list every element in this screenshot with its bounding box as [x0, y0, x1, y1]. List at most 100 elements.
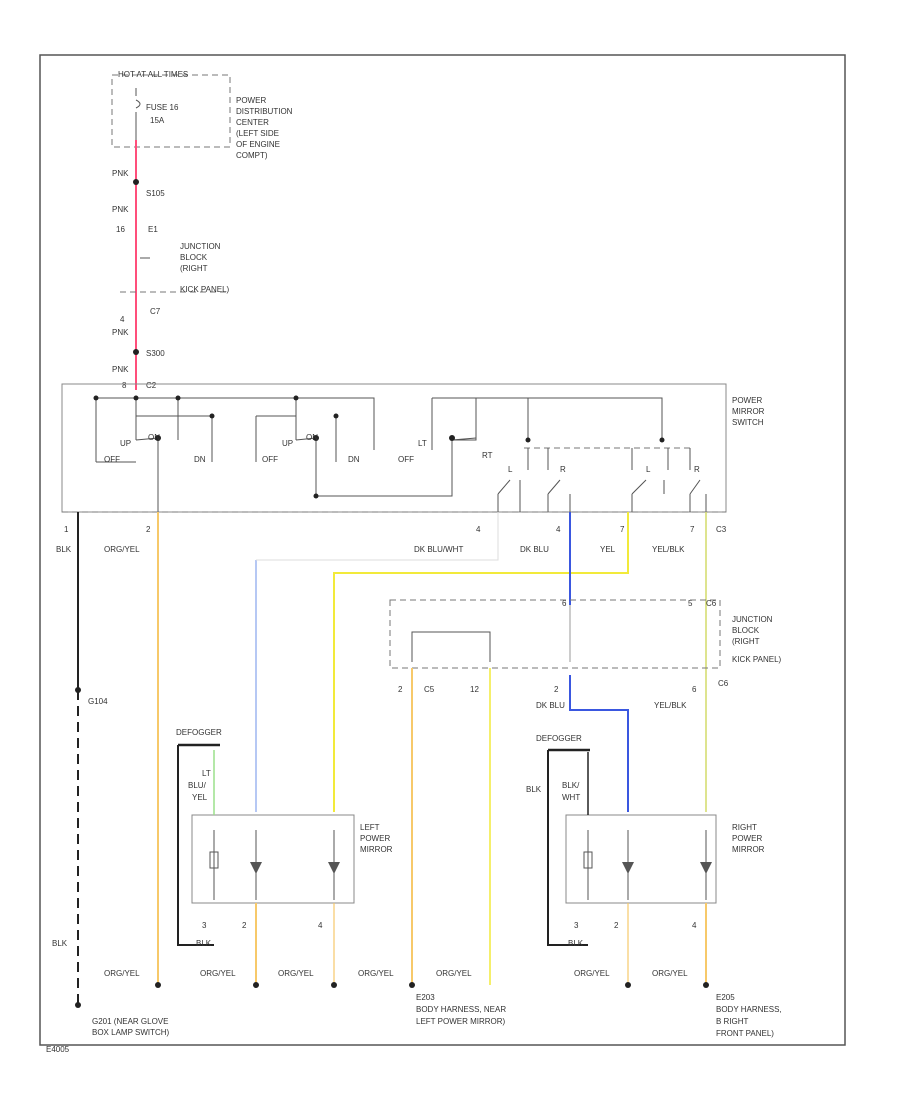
dkbluwht-wire-top — [256, 512, 499, 561]
g201-line-2: BOX LAMP SWITCH) — [92, 1028, 170, 1037]
power-mirror-switch: POWER MIRROR SWITCH OFF UP ON DN OFF UP — [61, 383, 765, 534]
g201-dot — [75, 1002, 81, 1008]
fuse-block: HOT AT ALL TIMES FUSE 16 15A POWER DISTR… — [111, 70, 293, 160]
pdc-line-3: CENTER — [236, 118, 269, 127]
fuse-symbol — [135, 88, 141, 140]
splice-s105-dot — [133, 179, 139, 185]
bottom-wire-6: ORG/YEL — [574, 969, 610, 978]
diagram-frame — [39, 54, 846, 1046]
jb-upper-line-1: JUNCTION — [180, 242, 221, 251]
right-blk-label: BLK — [526, 785, 542, 794]
switch-name-3: SWITCH — [732, 418, 764, 427]
pnk-label-1: PNK — [112, 169, 129, 178]
left-mirror-pin-3: 3 — [202, 921, 207, 930]
pin-16-label: 16 — [116, 225, 125, 234]
right-mirror-name-1: RIGHT — [732, 823, 757, 832]
switch-pin-1: 1 — [64, 525, 69, 534]
right-defog-wire-2: WHT — [562, 793, 580, 802]
left-defog-wire-1: LT — [202, 769, 211, 778]
left-mirror-pin-2: 2 — [242, 921, 247, 930]
jb-lower-c6-bottom: C6 — [718, 679, 729, 688]
pdc-line-2: DISTRIBUTION — [236, 107, 293, 116]
jb-lower-yelblk: YEL/BLK — [654, 701, 687, 710]
right-mirror-pin-4: 4 — [692, 921, 697, 930]
contact-r-1: R — [560, 465, 566, 474]
left-mirror-ground-dot-2 — [331, 982, 337, 988]
switch-pin-4a: 4 — [476, 525, 481, 534]
fuse-number: FUSE 16 — [146, 103, 179, 112]
c2-label: C2 — [146, 381, 157, 390]
jb-lower-line-4: KICK PANEL) — [732, 655, 782, 664]
pdc-line-1: POWER — [236, 96, 266, 105]
contact-off-2: OFF — [262, 455, 278, 464]
switch-pin-7b: 7 — [690, 525, 695, 534]
jb-lower-line-3: (RIGHT — [732, 637, 760, 646]
pdc-line-5: OF ENGINE — [236, 140, 280, 149]
e205-line-3: B RIGHT — [716, 1017, 749, 1026]
contact-dn-1: DN — [194, 455, 206, 464]
jb-lower-line-2: BLOCK — [732, 626, 760, 635]
e1-label: E1 — [148, 225, 158, 234]
g104-dot — [75, 687, 81, 693]
jb-lower-c5: C5 — [424, 685, 435, 694]
right-defog-wire-1: BLK/ — [562, 781, 580, 790]
switch-wire-orgyel: ORG/YEL — [104, 545, 140, 554]
bottom-wire-7: ORG/YEL — [652, 969, 688, 978]
left-mirror-ground-wire: BLK — [196, 939, 212, 948]
contact-l-1: L — [508, 465, 513, 474]
yel-wire — [333, 512, 629, 812]
pnk-label-3: PNK — [112, 328, 129, 337]
pdc-line-4: (LEFT SIDE — [236, 129, 279, 138]
switch-pin-4b: 4 — [556, 525, 561, 534]
left-mirror-name-3: MIRROR — [360, 845, 393, 854]
bottom-wire-3: ORG/YEL — [278, 969, 314, 978]
right-mirror-name-2: POWER — [732, 834, 762, 843]
right-mirror-ground-dot-1 — [625, 982, 631, 988]
right-mirror-name-3: MIRROR — [732, 845, 765, 854]
s300-label: S300 — [146, 349, 165, 358]
s105-label: S105 — [146, 189, 165, 198]
pdc-line-6: COMPT) — [236, 151, 268, 160]
left-mirror-ground-dot-1 — [253, 982, 259, 988]
left-mirror-name-2: POWER — [360, 834, 390, 843]
jb-lower-pin-5: 5 — [688, 599, 693, 608]
right-mirror-ground-dot-2 — [703, 982, 709, 988]
left-defogger-label: DEFOGGER — [176, 728, 222, 737]
e205-line-2: BODY HARNESS, — [716, 1005, 782, 1014]
pnk-label-4: PNK — [112, 365, 129, 374]
left-defog-wire-2: BLU/ — [188, 781, 207, 790]
contact-on-2: ON — [306, 433, 318, 442]
contact-lt: LT — [418, 439, 427, 448]
c7-label: C7 — [150, 307, 161, 316]
jb-lower-pin-2b: 2 — [554, 685, 559, 694]
right-defogger-label: DEFOGGER — [536, 734, 582, 743]
contact-dn-2: DN — [348, 455, 360, 464]
bottom-wire-4: ORG/YEL — [358, 969, 394, 978]
switch-wire-yelblk: YEL/BLK — [652, 545, 685, 554]
corner-tag: E4005 — [46, 1045, 70, 1054]
right-power-mirror: DEFOGGER BLK BLK/ WHT RIGHT POWER MIRROR… — [526, 734, 765, 948]
jb-upper-line-2: BLOCK — [180, 253, 208, 262]
switch-name-2: MIRROR — [732, 407, 765, 416]
contact-off-3: OFF — [398, 455, 414, 464]
left-defog-wire-3: YEL — [192, 793, 208, 802]
left-power-mirror: DEFOGGER LT BLU/ YEL LEFT POWER MIRROR 3… — [176, 728, 393, 948]
right-mirror-pin-2: 2 — [614, 921, 619, 930]
junction-block-lower: JUNCTION BLOCK (RIGHT KICK PANEL) 6 5 C6… — [389, 599, 782, 710]
contact-l-2: L — [646, 465, 651, 474]
jb-lower-pin-6b: 6 — [692, 685, 697, 694]
right-mirror-ground-wire: BLK — [568, 939, 584, 948]
bottom-wire-1: ORG/YEL — [104, 969, 140, 978]
bottom-wire-5: ORG/YEL — [436, 969, 472, 978]
e205-line-4: FRONT PANEL) — [716, 1029, 774, 1038]
dkblu-wire-lower — [569, 675, 629, 812]
left-mirror-name-1: LEFT — [360, 823, 380, 832]
switch-pin-7a: 7 — [620, 525, 625, 534]
contact-up-2: UP — [282, 439, 293, 448]
fuse-amps: 15A — [150, 116, 165, 125]
jb-lower-dkblu: DK BLU — [536, 701, 565, 710]
e203-dot — [409, 982, 415, 988]
jb-lower-pin-12: 12 — [470, 685, 479, 694]
contact-on-1: ON — [148, 433, 160, 442]
